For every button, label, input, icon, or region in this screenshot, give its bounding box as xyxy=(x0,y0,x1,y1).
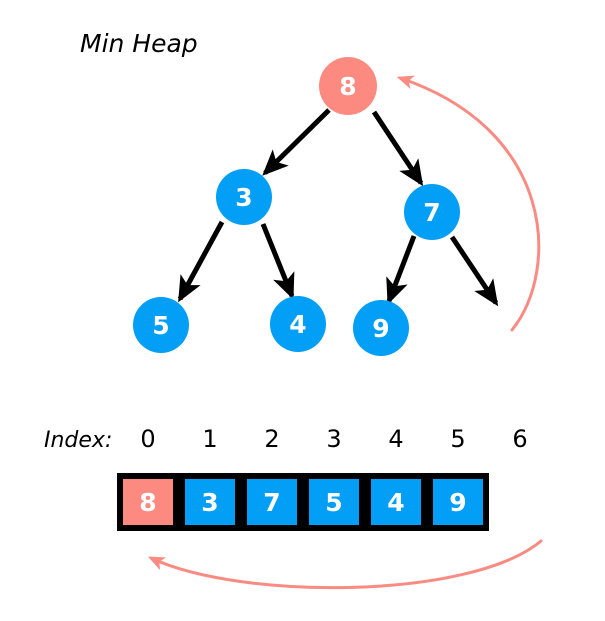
array-cell-0[interactable]: 8 xyxy=(117,473,179,531)
tree-node-value: 7 xyxy=(423,198,440,227)
array-index-numbers: 0 1 2 3 4 5 6 xyxy=(140,425,527,453)
array-cell-2[interactable]: 7 xyxy=(241,473,303,531)
tree-node-8[interactable]: 8 xyxy=(319,57,377,115)
tree-edge-left-to-lr xyxy=(260,223,295,300)
tree-node-circle xyxy=(353,300,409,356)
tree-node-group: 8 3 7 5 4 9 xyxy=(133,57,460,356)
array-cell-value: 3 xyxy=(201,488,218,517)
array-cell-4[interactable]: 4 xyxy=(365,473,427,531)
array-cell-box xyxy=(365,473,427,531)
array-cell-box xyxy=(179,473,241,531)
array-index-0: 0 xyxy=(140,425,155,453)
tree-node-circle xyxy=(133,297,189,353)
array-index-1: 1 xyxy=(202,425,217,453)
tree-node-value: 4 xyxy=(289,310,306,339)
array-cell-1[interactable]: 3 xyxy=(179,473,241,531)
tree-edge-right-to-rl xyxy=(386,235,417,305)
tree-node-9[interactable]: 9 xyxy=(353,300,409,356)
array-cell-5[interactable]: 9 xyxy=(427,473,489,531)
array-swap-arrow xyxy=(147,539,543,590)
tree-edge-root-to-right xyxy=(371,110,424,187)
array-cell-value: 7 xyxy=(263,488,280,517)
array-cell-box xyxy=(427,473,489,531)
array-index-5: 5 xyxy=(450,425,465,453)
array-cell-box xyxy=(303,473,365,531)
array-index-label: Index: xyxy=(44,428,112,453)
array-index-6: 6 xyxy=(512,425,527,453)
array-cell-value: 9 xyxy=(449,488,466,517)
tree-edge-left-to-ll xyxy=(177,220,225,303)
tree-node-7[interactable]: 7 xyxy=(404,184,460,240)
tree-node-value: 3 xyxy=(235,183,252,212)
tree-node-4[interactable]: 4 xyxy=(270,296,326,352)
page-title: Min Heap xyxy=(80,29,198,58)
tree-node-value: 9 xyxy=(372,314,389,343)
tree-edge-group xyxy=(177,108,499,307)
array-index-3: 3 xyxy=(326,425,341,453)
tree-node-3[interactable]: 3 xyxy=(216,169,272,225)
tree-node-circle xyxy=(270,296,326,352)
array-cell-value: 4 xyxy=(387,488,404,517)
array-cell-3[interactable]: 5 xyxy=(303,473,365,531)
tree-node-circle xyxy=(404,184,460,240)
tree-node-circle xyxy=(216,169,272,225)
tree-edge-root-to-left xyxy=(262,108,331,176)
tree-node-value: 8 xyxy=(339,72,356,101)
array-cell-group: 8 3 7 5 4 9 xyxy=(117,473,489,531)
swap-arrow-group xyxy=(147,75,543,590)
tree-edge-right-to-empty xyxy=(449,235,499,307)
tree-node-value: 5 xyxy=(152,311,169,340)
array-index-2: 2 xyxy=(264,425,279,453)
array-cell-value: 8 xyxy=(139,488,156,517)
tree-node-circle xyxy=(319,57,377,115)
tree-swap-arrow xyxy=(396,75,541,332)
array-cell-box xyxy=(241,473,303,531)
array-cell-box xyxy=(117,473,179,531)
array-index-4: 4 xyxy=(388,425,403,453)
tree-node-5[interactable]: 5 xyxy=(133,297,189,353)
array-cell-value: 5 xyxy=(325,488,342,517)
